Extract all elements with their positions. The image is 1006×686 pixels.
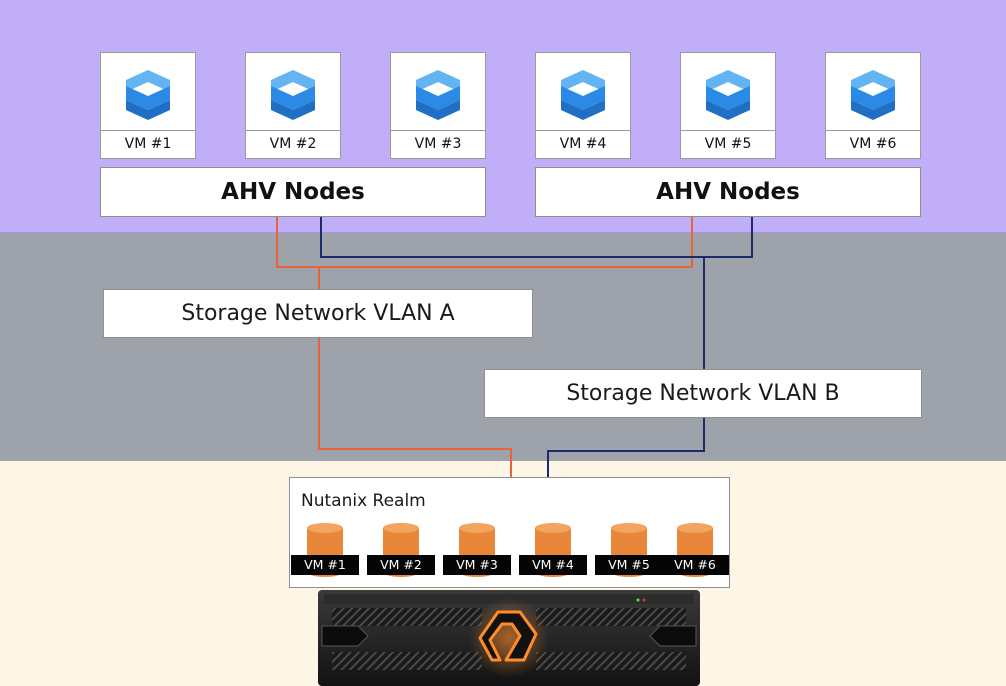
vm-label: VM #3	[391, 130, 485, 158]
volume: VM #3	[443, 522, 511, 578]
volume-label: VM #1	[291, 555, 359, 575]
volume-label: VM #6	[661, 555, 729, 575]
vlan-b-wire	[547, 418, 705, 477]
nutanix-logo-icon	[271, 70, 315, 120]
network-layer	[0, 233, 1006, 461]
vm-card: VM #2	[245, 52, 341, 159]
volume: VM #5	[595, 522, 663, 578]
vlan-b-wire	[320, 217, 753, 258]
volume-label: VM #4	[519, 555, 587, 575]
volume-label: VM #3	[443, 555, 511, 575]
vlan-b-box: Storage Network VLAN B	[484, 369, 922, 418]
vm-card: VM #1	[100, 52, 196, 159]
nutanix-logo-icon	[706, 70, 750, 120]
vm-card: VM #6	[825, 52, 921, 159]
nutanix-logo-icon	[416, 70, 460, 120]
volume-label: VM #2	[367, 555, 435, 575]
vlan-a-wire	[318, 338, 512, 477]
nutanix-realm: Nutanix Realm VM #1 VM #2 VM #3 VM #4	[289, 477, 730, 588]
nutanix-logo-icon	[851, 70, 895, 120]
vm-label: VM #1	[101, 130, 195, 158]
vlan-a-box: Storage Network VLAN A	[103, 289, 533, 338]
vm-card: VM #5	[680, 52, 776, 159]
vlan-a-wire	[276, 217, 693, 268]
vm-label: VM #4	[536, 130, 630, 158]
ahv-nodes-box: AHV Nodes	[535, 167, 921, 217]
vm-label: VM #6	[826, 130, 920, 158]
volume: VM #1	[291, 522, 359, 578]
volume-label: VM #5	[595, 555, 663, 575]
volume: VM #4	[519, 522, 587, 578]
vm-card: VM #4	[535, 52, 631, 159]
realm-title: Nutanix Realm	[301, 491, 426, 511]
nutanix-logo-icon	[561, 70, 605, 120]
vm-label: VM #5	[681, 130, 775, 158]
volume: VM #6	[661, 522, 729, 578]
volume: VM #2	[367, 522, 435, 578]
vm-label: VM #2	[246, 130, 340, 158]
storage-array-image	[318, 590, 700, 686]
nutanix-logo-icon	[126, 70, 170, 120]
ahv-nodes-box: AHV Nodes	[100, 167, 486, 217]
vm-card: VM #3	[390, 52, 486, 159]
